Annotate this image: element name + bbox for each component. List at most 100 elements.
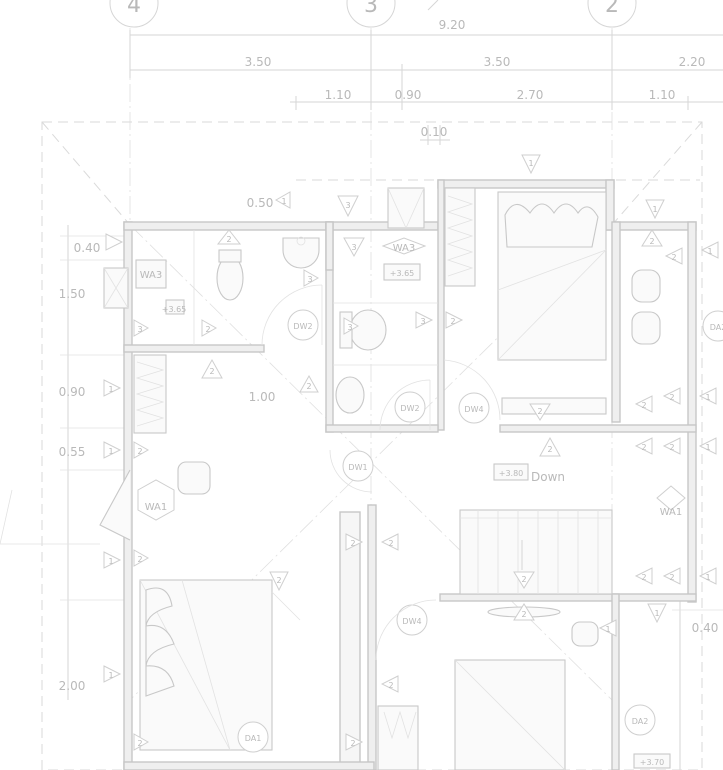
svg-text:2: 2 [641,573,646,582]
svg-text:3: 3 [137,325,142,334]
svg-text:1: 1 [108,385,113,394]
svg-text:3: 3 [345,201,350,210]
walls [123,179,697,770]
svg-text:3: 3 [420,317,425,326]
marker-top-center: 1 [521,154,541,175]
pillows-top [504,203,599,248]
bathroom-1: WA3 +3.65 DW2 [103,230,323,346]
marker-bed1-5: 2 [529,403,551,421]
dim-left-2: 1.50 [59,287,86,301]
dim-left-4: 0.55 [59,445,86,459]
marker-door-mid-1: 2 [345,533,364,551]
marker-ledge-2: 3 [337,195,359,218]
svg-text:2: 2 [669,443,674,452]
grid-bubble-2: 2 [587,0,637,28]
bedroom-top: DW4 [443,191,661,424]
marker-bed1-4: 1 [700,241,719,259]
svg-text:2: 2 [641,443,646,452]
marker-stair-5: 2 [513,571,535,589]
dim-overall: 9.20 [439,18,466,32]
marker-bath1-left: 3 [133,319,150,337]
svg-text:3: 3 [347,323,352,332]
north-arrow-tip [427,0,439,11]
svg-text:1: 1 [281,197,286,206]
marker-left-2: 1 [103,379,122,397]
grid-bubble-3: 3 [346,0,396,28]
svg-text:2: 2 [450,317,455,326]
level-3: +3.80 [499,469,524,478]
dw2-label-a: DW2 [293,322,312,331]
dim-left-1: 0.40 [74,241,101,255]
svg-text:2: 2 [388,681,393,690]
svg-text:2: 2 [521,575,526,584]
svg-text:2: 2 [137,739,142,748]
marker-door-mid-2: 2 [380,533,399,551]
chair-1 [631,269,661,303]
marker-bath2-mid: 2 [445,311,464,329]
marker-bath1-door: 3 [303,269,320,287]
marker-bed1-8: 1 [698,387,717,405]
basin-1 [282,237,320,269]
door-swing-bath2 [379,379,431,431]
marker-bed1-6: 2 [634,395,653,413]
wardrobe-bottom [377,705,419,770]
svg-text:2: 2 [537,407,542,416]
marker-stair-8: 1 [698,567,717,585]
marker-bed1-1: 1 [645,199,665,220]
wardrobe-left [133,354,167,434]
marker-bed1-3: 2 [664,247,683,265]
svg-text:2: 2 [669,573,674,582]
dimension-text: 9.20 3.50 3.50 2.20 1.10 0.90 2.70 1.10 … [59,18,719,693]
svg-text:3: 3 [351,243,356,252]
svg-text:1: 1 [707,247,712,256]
grid-label-2: 2 [605,0,619,18]
marker-left-1 [105,233,124,251]
wa3-label-a: WA3 [140,270,163,281]
marker-room-2: 2 [133,549,150,567]
svg-text:2: 2 [306,382,311,391]
marker-bed1-7: 2 [662,387,681,405]
marker-stair-6: 2 [634,567,653,585]
svg-text:3: 3 [307,275,312,284]
da2-label-a: DA2 [632,717,649,726]
desk-chair [571,621,599,647]
door-swing-bed1 [443,359,501,421]
wa1-label: WA1 [145,502,168,513]
svg-text:2: 2 [641,401,646,410]
marker-corr-2: 2 [299,374,319,393]
svg-text:1: 1 [654,609,659,618]
dimension-chains [60,30,723,770]
svg-text:2: 2 [226,235,231,244]
svg-text:2: 2 [388,539,393,548]
door-swing-main [329,449,373,493]
grid-label-4: 4 [127,0,141,18]
dim-sub-2: 0.90 [395,88,422,102]
svg-text:2: 2 [137,447,142,456]
svg-text:1: 1 [108,447,113,456]
svg-text:1: 1 [705,443,710,452]
chair-2 [631,311,661,345]
da2-label-b: DA2 [710,323,723,332]
svg-text:2: 2 [350,539,355,548]
dim-left-5: 2.00 [59,679,86,693]
svg-text:1: 1 [705,573,710,582]
basin-2 [335,376,365,414]
wardrobe-top [444,187,476,287]
marker-left-5: 1 [103,665,122,683]
svg-text:2: 2 [521,610,526,619]
marker-bath2-right: 3 [415,311,434,329]
svg-text:1: 1 [108,557,113,566]
marker-bath1-bottom: 2 [201,319,218,337]
grid-label-3: 3 [364,0,378,18]
marker-stair-4: 1 [698,437,717,455]
dim-left-3: 0.90 [59,385,86,399]
svg-text:2: 2 [669,393,674,402]
stair: Down +3.80 [459,463,613,595]
level-1: +3.65 [162,305,187,314]
dim-span-3: 2.20 [679,55,706,69]
level-4: +3.70 [640,758,665,767]
dw4-label-b: DW4 [402,617,421,626]
level-2: +3.65 [390,269,415,278]
svg-text:1: 1 [605,625,610,634]
